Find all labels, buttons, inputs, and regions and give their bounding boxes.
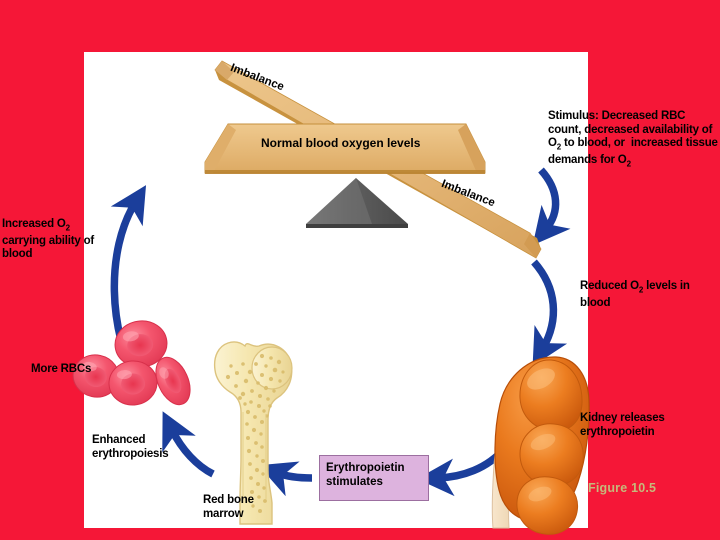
reduced-o2-levels-label: Reduced O2 levels in blood xyxy=(580,280,690,309)
more-rbcs-label: More RBCs xyxy=(31,363,92,375)
increased-o2-carrying-label: Increased O2 carrying ability of blood xyxy=(2,218,95,261)
kidney-releases-erythropoietin-label: Kidney releases erythropoietin xyxy=(580,412,665,438)
enhanced-erythropoiesis-label: Enhanced erythropoiesis xyxy=(92,434,169,460)
erythropoietin-stimulates-label: Erythropoietin stimulates xyxy=(326,462,405,488)
red-bone-marrow-label: Red bone marrow xyxy=(203,494,254,520)
arrow-kidney-to-epo xyxy=(531,259,568,367)
arrow-epo-box-to-marrow xyxy=(258,461,313,497)
red-blood-cells xyxy=(72,320,191,406)
kidney xyxy=(491,356,590,535)
arrow-marrow-to-rbcs xyxy=(162,411,215,478)
fulcrum xyxy=(306,178,408,228)
erythropoietin-stimulates-box: Erythropoietin stimulates xyxy=(319,455,429,501)
figure-caption: Figure 10.5 xyxy=(588,481,657,495)
femur-bone xyxy=(213,341,293,525)
arrow-stimulus-to-kidney xyxy=(532,167,571,246)
stimulus-label: Stimulus: Decreased RBC count, decreased… xyxy=(548,110,718,169)
balanced-plank xyxy=(204,123,486,174)
trabecular-texture xyxy=(225,353,285,513)
balanced-plank-label: Normal blood oxygen levels xyxy=(261,136,421,150)
